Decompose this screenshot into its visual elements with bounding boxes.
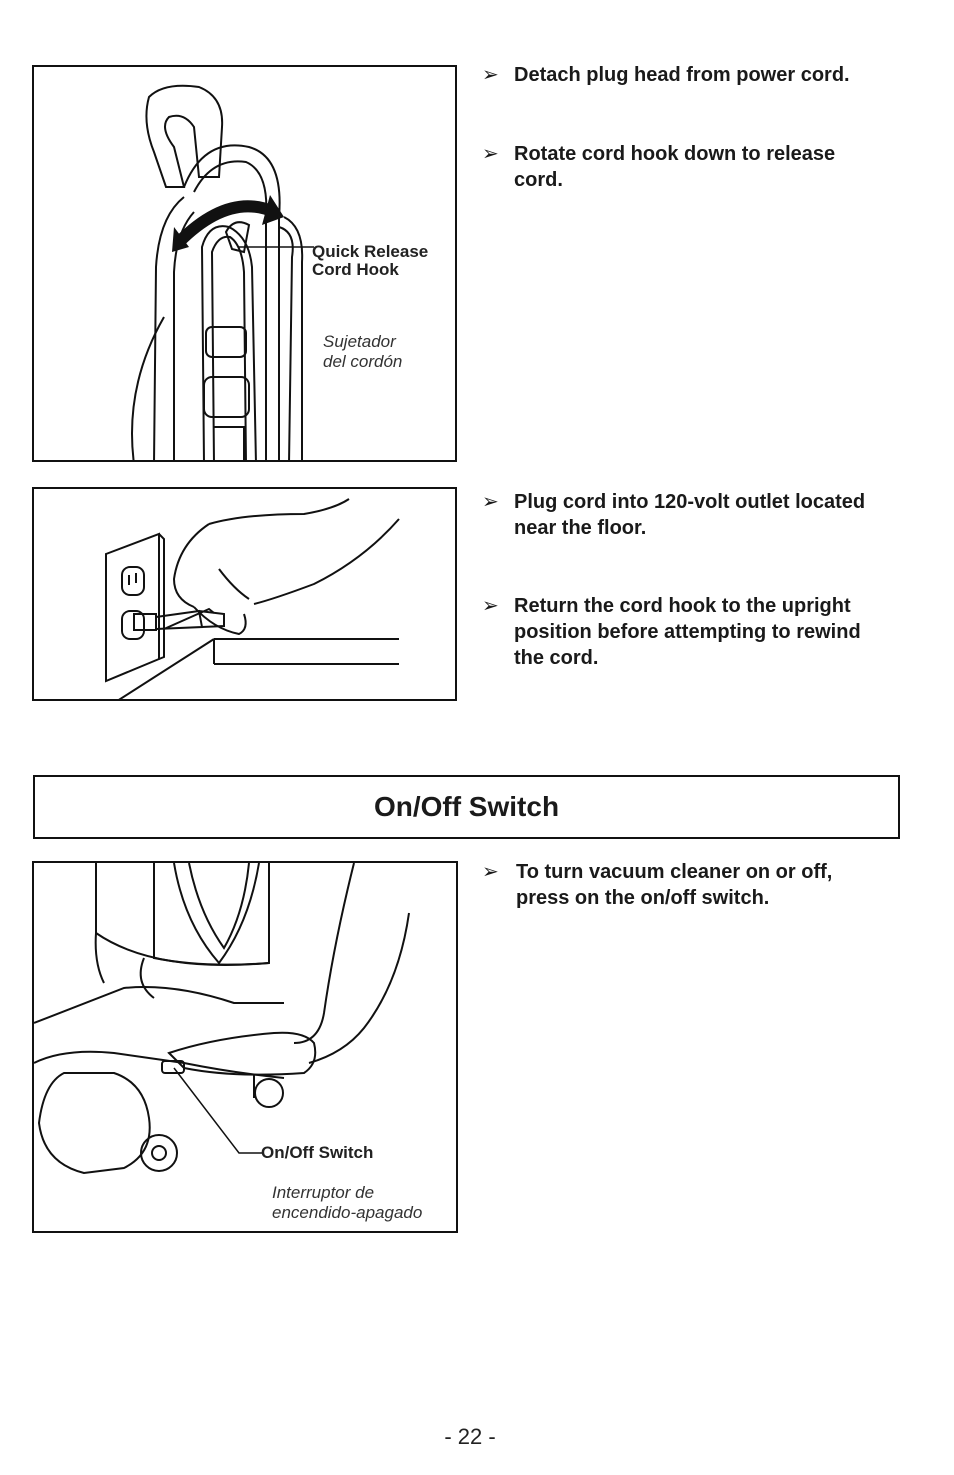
switch-illustration xyxy=(34,863,410,1175)
instruction-text-line1: To turn vacuum cleaner on or off, xyxy=(516,861,833,883)
cord-hook-label: Quick Release Cord Hook xyxy=(312,243,428,279)
instruction-text-line1: Plug cord into 120-volt outlet located xyxy=(514,491,866,513)
cord-hook-illustration xyxy=(131,84,314,460)
instruction-text-line2: cord. xyxy=(514,169,563,191)
switch-label: On/Off Switch xyxy=(261,1143,374,1162)
arrow-bullet-icon: ➢ xyxy=(482,595,499,617)
instruction-text-line2: press on the on/off switch. xyxy=(516,887,770,909)
outlet-figure xyxy=(32,487,457,701)
arrow-bullet-icon: ➢ xyxy=(482,861,499,883)
instruction-return-hook: ➢ Return the cord hook to the upright po… xyxy=(482,593,912,671)
instruction-text: Detach plug head from power cord. xyxy=(514,64,850,86)
switch-label-es-line1: Interruptor de xyxy=(272,1183,375,1202)
instruction-text-line3: the cord. xyxy=(514,647,599,669)
cord-hook-label-es-line1: Sujetador xyxy=(323,332,396,351)
cord-hook-figure: Quick Release Cord Hook Sujetador del co… xyxy=(32,65,457,462)
cord-hook-label-line1: Quick Release xyxy=(312,242,429,261)
arrow-bullet-icon: ➢ xyxy=(482,491,499,513)
instruction-text-line2: position before attempting to rewind xyxy=(514,621,861,643)
switch-label-spanish: Interruptor de encendido-apagado xyxy=(272,1183,422,1223)
instruction-text-line1: Return the cord hook to the upright xyxy=(514,595,851,617)
switch-label-es-line2: encendido-apagado xyxy=(272,1203,423,1222)
arrow-bullet-icon: ➢ xyxy=(482,143,499,165)
instruction-detach-plug: ➢ Detach plug head from power cord. xyxy=(482,62,902,88)
instruction-text-line2: near the floor. xyxy=(514,517,647,539)
cord-hook-label-spanish: Sujetador del cordón xyxy=(323,332,402,372)
switch-figure: On/Off Switch Interruptor de encendido-a… xyxy=(32,861,458,1233)
cord-hook-label-line2: Cord Hook xyxy=(312,260,399,279)
page-number: - 22 - xyxy=(444,1424,496,1449)
instruction-rotate-hook: ➢ Rotate cord hook down to release cord. xyxy=(482,141,902,193)
arrow-bullet-icon: ➢ xyxy=(482,64,499,86)
section-title: On/Off Switch xyxy=(373,791,560,822)
cord-hook-label-es-line2: del cordón xyxy=(323,352,403,371)
instruction-on-off: ➢ To turn vacuum cleaner on or off, pres… xyxy=(482,859,912,911)
outlet-illustration xyxy=(105,498,400,699)
instruction-text-line1: Rotate cord hook down to release xyxy=(514,143,836,165)
instruction-plug-outlet: ➢ Plug cord into 120-volt outlet located… xyxy=(482,489,912,541)
section-header-box: On/Off Switch xyxy=(33,775,900,839)
